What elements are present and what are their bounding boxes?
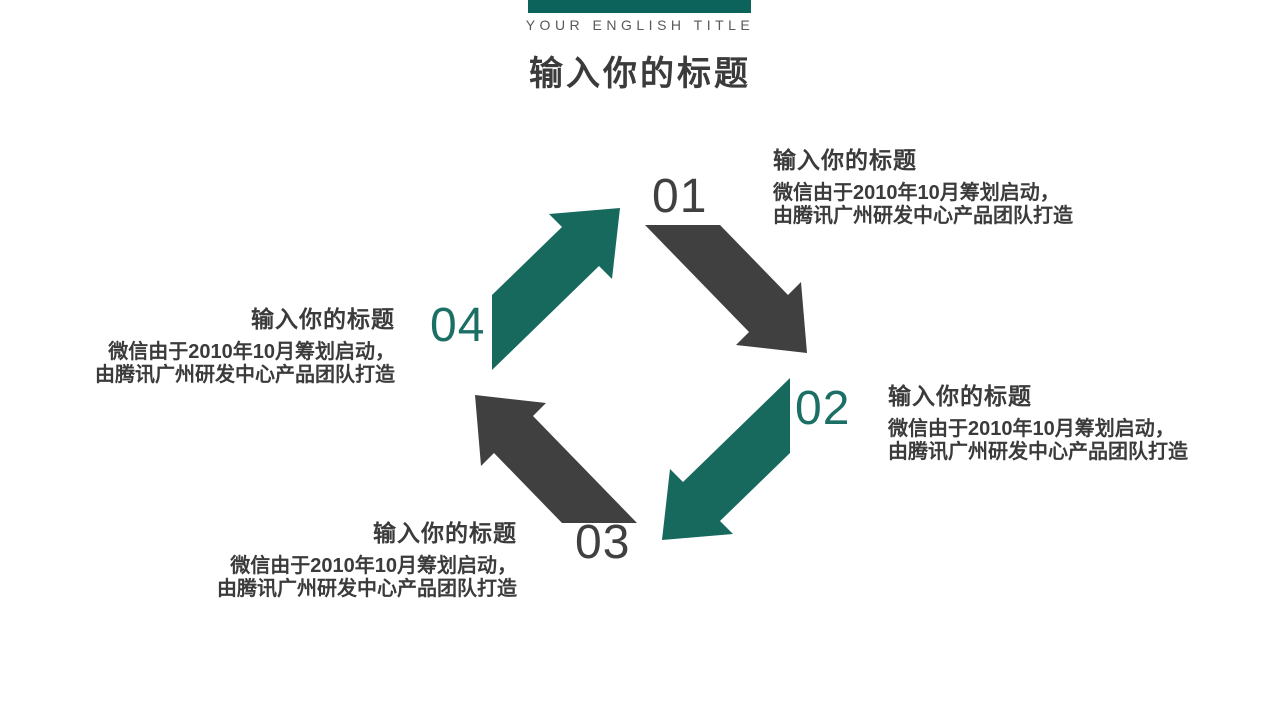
step-04-desc-line1: 微信由于2010年10月筹划启动， bbox=[108, 341, 395, 363]
header-english-title: YOUR ENGLISH TITLE bbox=[525, 17, 755, 33]
cycle-arrow-step3-icon bbox=[662, 378, 790, 540]
cycle-arrow-step2-icon bbox=[645, 225, 807, 353]
step-01-textblock: 输入你的标题 微信由于2010年10月筹划启动， 由腾讯广州研发中心产品团队打造 bbox=[773, 147, 1073, 228]
step-04-number: 04 bbox=[430, 299, 486, 352]
step-01-number: 01 bbox=[652, 170, 708, 223]
step-02-desc-line1: 微信由于2010年10月筹划启动， bbox=[888, 418, 1175, 440]
step-02-number: 02 bbox=[795, 382, 851, 435]
header-accent-bar bbox=[528, 0, 751, 13]
step-01-title: 输入你的标题 bbox=[773, 147, 917, 173]
step-03-textblock: 输入你的标题 微信由于2010年10月筹划启动， 由腾讯广州研发中心产品团队打造 bbox=[217, 520, 517, 601]
step-04-description: 微信由于2010年10月筹划启动， 由腾讯广州研发中心产品团队打造 bbox=[95, 341, 395, 387]
step-02-desc-line2: 由腾讯广州研发中心产品团队打造 bbox=[888, 441, 1188, 463]
step-03-description: 微信由于2010年10月筹划启动， 由腾讯广州研发中心产品团队打造 bbox=[217, 555, 517, 601]
step-04-title: 输入你的标题 bbox=[251, 306, 395, 332]
step-02-description: 微信由于2010年10月筹划启动， 由腾讯广州研发中心产品团队打造 bbox=[888, 418, 1188, 464]
step-01-description: 微信由于2010年10月筹划启动， 由腾讯广州研发中心产品团队打造 bbox=[773, 182, 1073, 228]
step-02-textblock: 输入你的标题 微信由于2010年10月筹划启动， 由腾讯广州研发中心产品团队打造 bbox=[888, 383, 1188, 464]
cycle-arrow-step4-icon bbox=[475, 395, 637, 523]
step-03-desc-line2: 由腾讯广州研发中心产品团队打造 bbox=[217, 578, 517, 600]
step-03-desc-line1: 微信由于2010年10月筹划启动， bbox=[230, 555, 517, 577]
page-title: 输入你的标题 bbox=[529, 55, 751, 93]
step-01-desc-line2: 由腾讯广州研发中心产品团队打造 bbox=[773, 205, 1073, 227]
step-03-title: 输入你的标题 bbox=[373, 520, 517, 546]
cycle-arrow-step1-icon bbox=[492, 208, 620, 370]
step-03-number: 03 bbox=[575, 516, 631, 569]
step-02-title: 输入你的标题 bbox=[888, 383, 1032, 409]
step-04-textblock: 输入你的标题 微信由于2010年10月筹划启动， 由腾讯广州研发中心产品团队打造 bbox=[95, 306, 395, 387]
step-04-desc-line2: 由腾讯广州研发中心产品团队打造 bbox=[95, 364, 395, 386]
step-01-desc-line1: 微信由于2010年10月筹划启动， bbox=[773, 182, 1060, 204]
